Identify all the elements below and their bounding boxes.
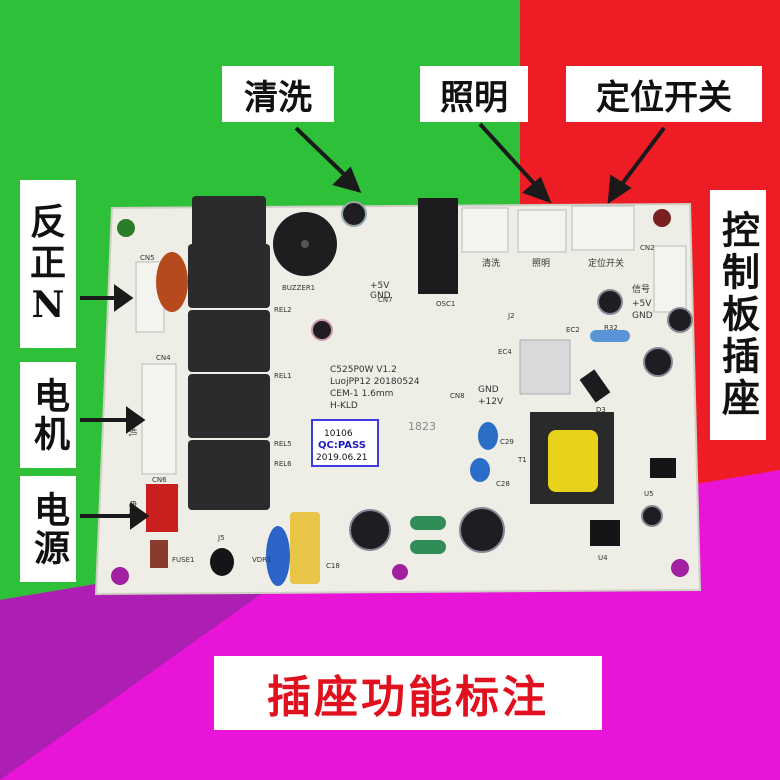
arrow-position (614, 126, 666, 194)
arrow-head (114, 284, 134, 312)
board-model-line2: LuojPP12 20180524 (330, 377, 420, 387)
silk-5v-b: +5V (370, 281, 390, 291)
ref-j2: J2 (507, 312, 515, 320)
silk-position: 定位开关 (588, 257, 624, 269)
connector-power (146, 484, 178, 532)
silk-buzzer: BUZZER1 (282, 284, 315, 292)
ref-j5: J5 (217, 534, 225, 542)
arrows (80, 122, 666, 530)
ic-u4 (590, 520, 620, 546)
label-motor: 电机 (20, 362, 76, 468)
pcb-board (94, 196, 702, 596)
arrow-clean (294, 126, 352, 182)
board-model-line4: H-KLD (330, 401, 358, 411)
ref-cn8: CN8 (450, 392, 465, 400)
ref-cn7: CN7 (378, 296, 393, 304)
label-control-board-socket: 控制板插座 (710, 190, 766, 440)
ref-c29: C29 (500, 438, 514, 446)
ref-vdr: VDR1 (252, 556, 272, 564)
silk-clean: 清洗 (482, 257, 500, 269)
label-lighting: 照明 (420, 66, 528, 122)
relay (188, 310, 270, 372)
label-neutral: N (31, 283, 65, 326)
qc-line3: 2019.06.21 (316, 453, 368, 463)
arrow-head (126, 406, 146, 434)
fuse (150, 540, 168, 568)
arrow-lighting (478, 122, 542, 192)
label-forward: 正 (29, 243, 66, 285)
mount-hole (392, 564, 408, 580)
silk-gnd-b: GND (370, 291, 391, 301)
silk-gnd: GND (632, 311, 653, 321)
relay (192, 196, 266, 248)
ref-cn5: CN5 (140, 254, 155, 262)
ref-c28: C28 (496, 480, 510, 488)
connector-lighting (517, 209, 567, 253)
label-power: 电源 (20, 476, 76, 582)
relay (188, 244, 270, 308)
connector-motor (141, 363, 177, 475)
board-code: 1823 (408, 420, 436, 433)
silk-signal: 信号 (632, 283, 650, 295)
ref-rel6: REL6 (274, 460, 292, 468)
purple-region (0, 545, 330, 780)
x-capacitor (290, 512, 320, 584)
silk-gnd-c: GND (478, 385, 499, 395)
footer-title: 插座功能标注 (214, 656, 602, 730)
connector-position (571, 205, 635, 251)
connector-control-board (653, 245, 687, 313)
ref-r32: R32 (604, 324, 618, 332)
label-reverse: 反 (29, 201, 66, 243)
silk-5v: +5V (632, 299, 652, 309)
silk-lighting: 照明 (532, 258, 550, 269)
arrow-head (332, 166, 362, 193)
connector-clean (461, 207, 509, 253)
board-model-line3: CEM-1 1.6mm (330, 389, 393, 399)
ref-cn4: CN4 (156, 354, 171, 362)
ref-cn2: CN2 (640, 244, 655, 252)
oscillator-block (418, 198, 458, 294)
qc-line1: 10106 (324, 429, 353, 439)
ref-rel5: REL5 (274, 440, 292, 448)
arrow-head (607, 174, 632, 204)
varistor (266, 526, 290, 586)
mount-hole (117, 219, 135, 237)
ic-u5 (650, 458, 676, 478)
relay (188, 374, 270, 438)
mount-hole (671, 559, 689, 577)
label-clean: 清洗 (222, 66, 334, 122)
board-model-line1: C525P0W V1.2 (330, 365, 397, 375)
ref-d3: D3 (596, 406, 606, 414)
ref-t1: T1 (517, 456, 527, 464)
ref-cn6: CN6 (152, 476, 167, 484)
mount-hole (653, 209, 671, 227)
ref-u5: U5 (644, 490, 654, 498)
silk-osc: OSC1 (436, 300, 455, 308)
ref-rel2: REL2 (274, 306, 292, 314)
label-position-switch: 定位开关 (566, 66, 762, 122)
arrow-head (130, 502, 150, 530)
label-direction-group: 反 正 N (20, 180, 76, 348)
ref-c18: C18 (326, 562, 340, 570)
ref-fuse: FUSE1 (172, 556, 194, 564)
ref-ec4: EC4 (498, 348, 512, 356)
arrow-head (522, 176, 552, 204)
capacitor (156, 252, 188, 312)
qc-line2: QC:PASS (318, 440, 366, 451)
qc-sticker (311, 419, 379, 467)
silk-12v: +12V (478, 397, 504, 407)
mount-hole (111, 567, 129, 585)
ref-rel1: REL1 (274, 372, 292, 380)
ref-ec2: EC2 (566, 326, 580, 334)
ref-u4: U4 (598, 554, 608, 562)
relay (188, 440, 270, 510)
